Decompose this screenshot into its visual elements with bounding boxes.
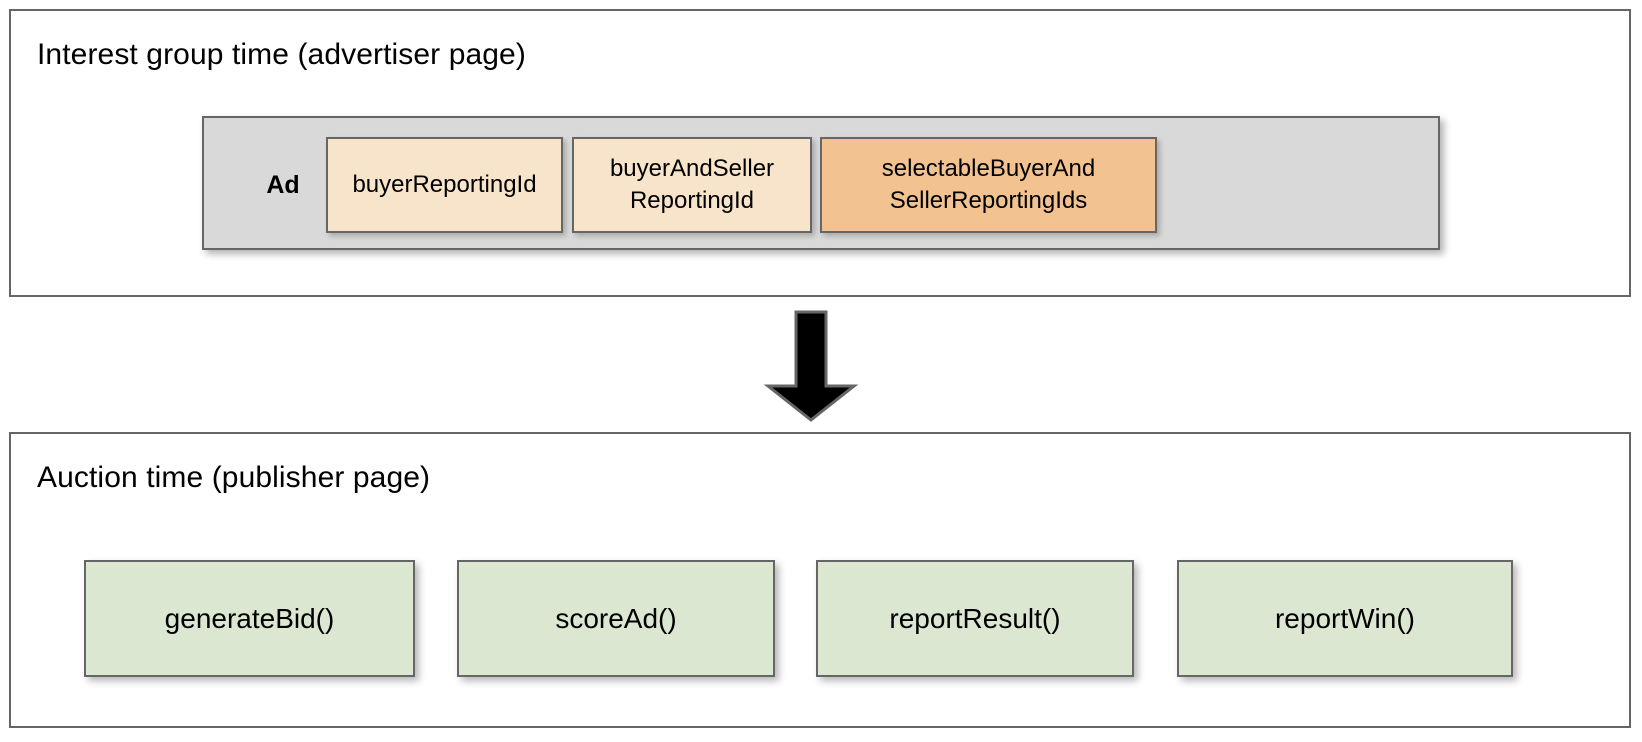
ad-field-label-line2: ReportingId (629, 187, 755, 214)
ad-field-label: buyerReportingId (352, 171, 537, 198)
function-box-label: reportWin() (1274, 602, 1415, 634)
function-box-report-win[interactable]: reportWin() (1177, 560, 1513, 677)
section-title-advertiser: Interest group time (advertiser page) (37, 38, 526, 71)
section-auction: Auction time (publisher page) generateBi… (9, 432, 1631, 728)
ad-field-label-line1: buyerAndSeller (609, 155, 775, 182)
ad-object-group: Ad buyerReportingId buyerAndSeller Repor… (202, 116, 1440, 250)
ad-field-selectable-buyer-and-seller-reporting-ids[interactable]: selectableBuyerAnd SellerReportingIds (820, 137, 1157, 233)
function-box-report-result[interactable]: reportResult() (816, 560, 1134, 677)
ad-field-label: selectableBuyerAnd SellerReportingIds (882, 153, 1095, 217)
function-box-label: generateBid() (164, 602, 335, 634)
ad-field-label-line1: selectableBuyerAnd (881, 155, 1096, 182)
function-box-score-ad[interactable]: scoreAd() (457, 560, 775, 677)
ad-field-buyer-reporting-id[interactable]: buyerReportingId (326, 137, 563, 233)
ad-field-label-line2: SellerReportingIds (889, 187, 1088, 214)
function-box-generate-bid[interactable]: generateBid() (84, 560, 415, 677)
down-arrow-icon (757, 310, 865, 422)
ad-field-buyer-and-seller-reporting-id[interactable]: buyerAndSeller ReportingId (572, 137, 812, 233)
section-advertiser: Interest group time (advertiser page) Ad… (9, 9, 1631, 297)
ad-group-label: Ad (266, 171, 300, 199)
function-box-label: scoreAd() (555, 602, 677, 634)
function-box-label: reportResult() (889, 602, 1061, 634)
ad-field-label: buyerAndSeller ReportingId (610, 153, 774, 217)
section-title-auction: Auction time (publisher page) (37, 461, 431, 494)
